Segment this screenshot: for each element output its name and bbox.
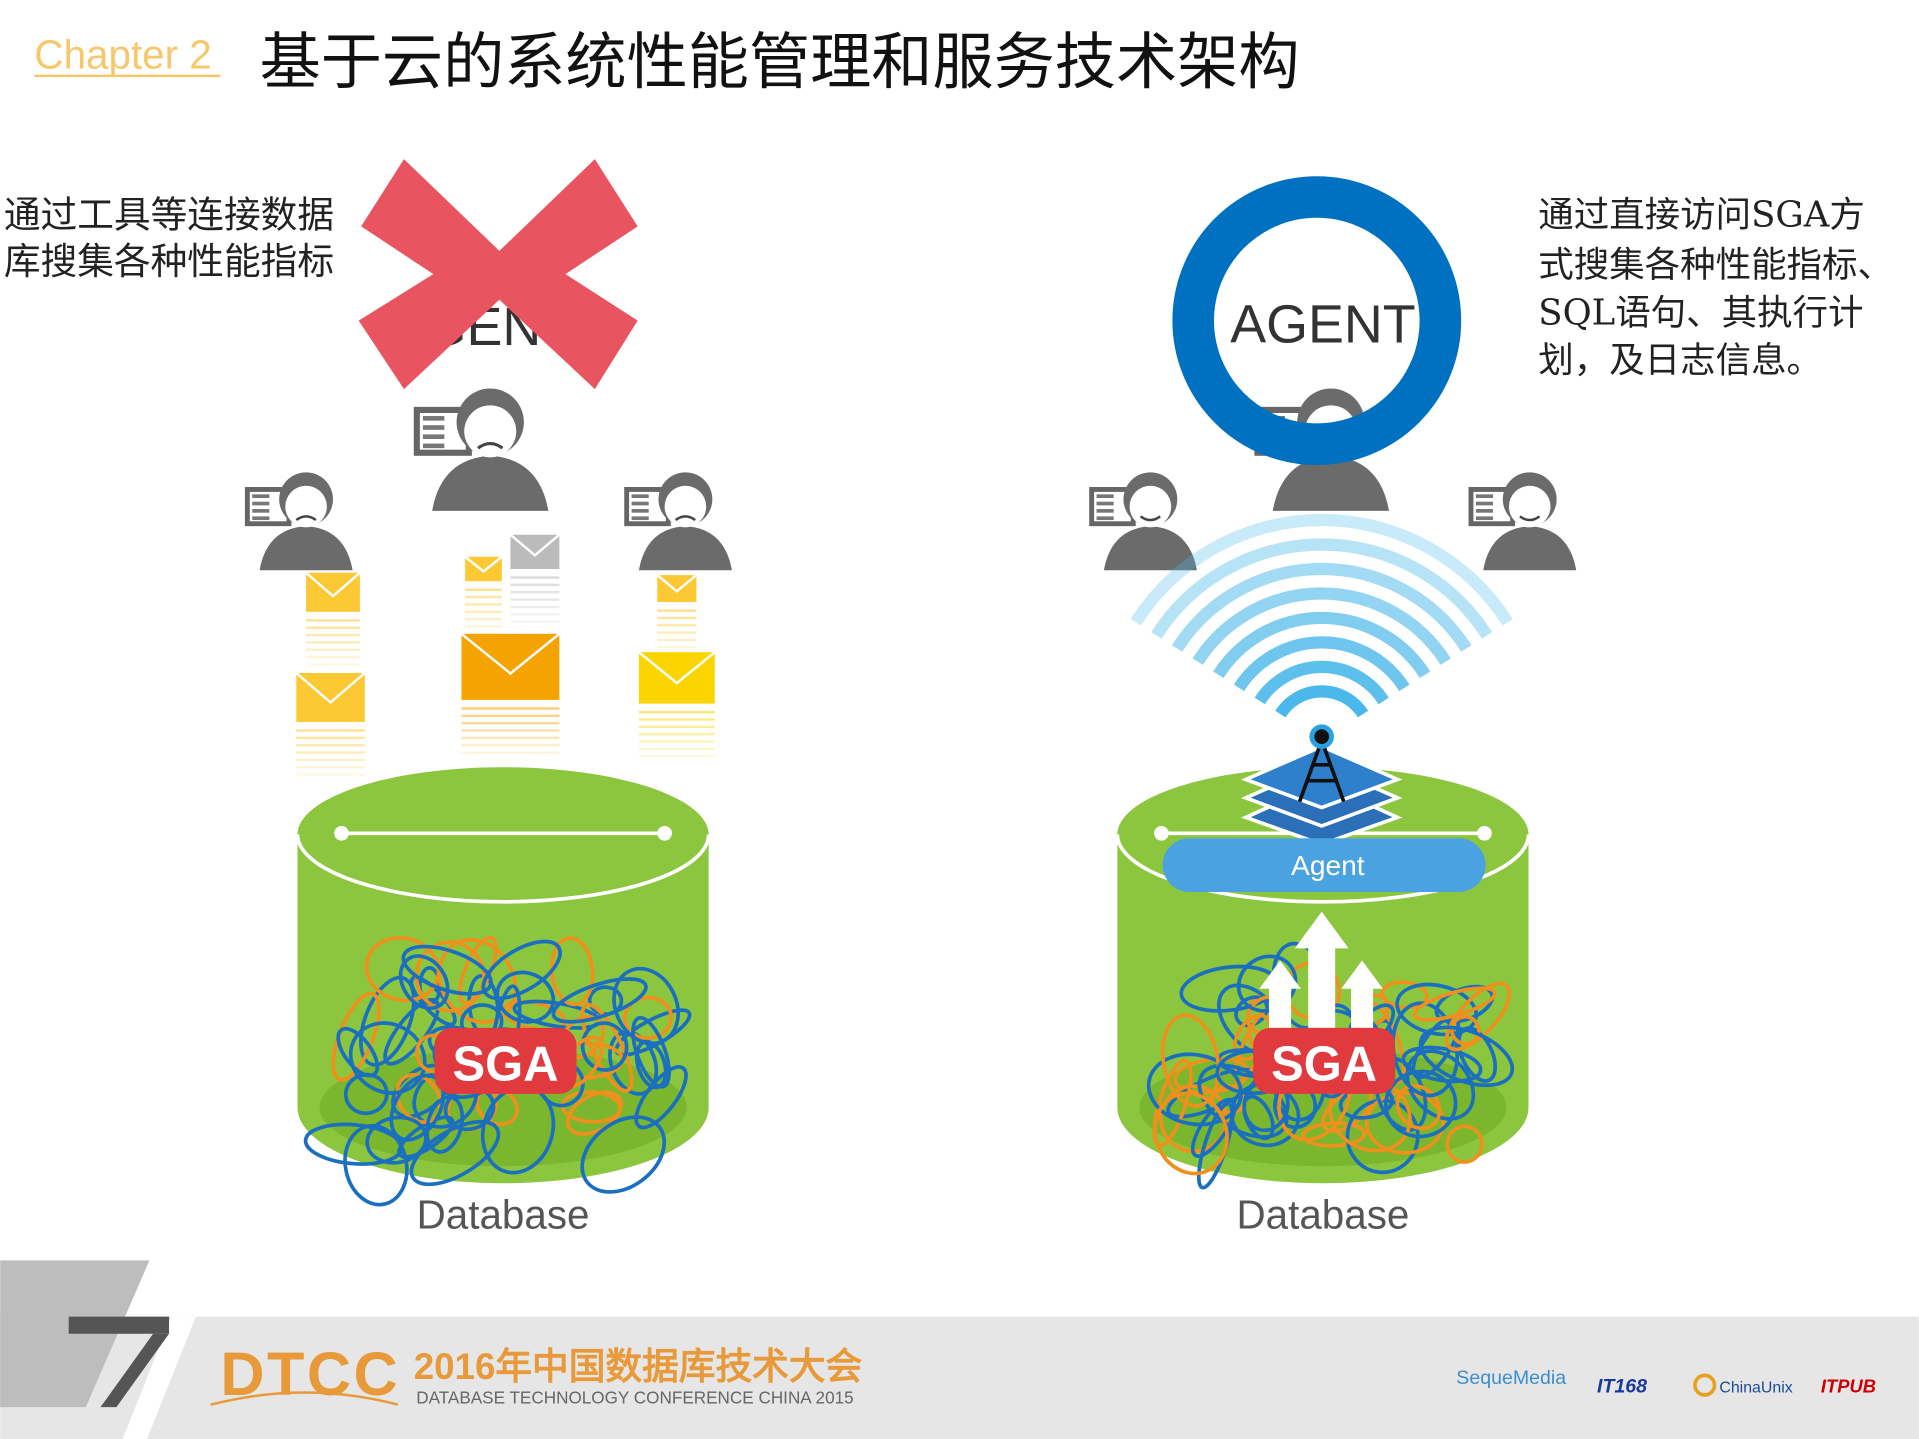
sga-label-right: SGA xyxy=(1271,1037,1377,1091)
wifi-signal-icon xyxy=(1130,513,1513,718)
red-x-icon xyxy=(358,159,638,390)
sponsor-itpub: ITPUB xyxy=(1821,1376,1876,1397)
envelope-stacks xyxy=(295,533,716,776)
database-label-right: Database xyxy=(1236,1192,1409,1238)
seven-mosaic-logo xyxy=(68,1316,170,1408)
chinaunix-icon xyxy=(1693,1373,1717,1397)
footer: DTCC 2016年中国数据库技术大会 DATABASE TECHNOLOGY … xyxy=(0,1260,1919,1439)
user-at-computer-icon xyxy=(1468,472,1577,571)
agent-bar: Agent xyxy=(1162,838,1486,893)
right-description-line-3: SQL语句、其执行计 xyxy=(1538,292,1863,333)
user-at-computer-icon xyxy=(413,388,549,511)
right-description-line-4: 划，及日志信息。 xyxy=(1538,340,1822,381)
agent-bar-label: Agent xyxy=(1291,850,1365,881)
conference-title-cn: 2016年中国数据库技术大会 xyxy=(414,1346,863,1387)
sponsor-it168: IT168 xyxy=(1597,1376,1647,1398)
database-label-left: Database xyxy=(417,1192,590,1238)
chapter-label: Chapter 2 xyxy=(34,32,211,78)
antenna-tower-icon xyxy=(1297,724,1346,803)
up-arrows-icon xyxy=(1259,911,1383,1028)
sponsor-chinaunix: ChinaUnix xyxy=(1719,1380,1792,1397)
sga-badge-left: SGA xyxy=(434,1027,577,1094)
agent-ring-label: AGENT xyxy=(1230,295,1415,355)
user-at-computer-icon xyxy=(244,472,353,571)
page-title: 基于云的系统性能管理和服务技术架构 xyxy=(260,28,1300,96)
left-description-line-2: 库搜集各种性能指标 xyxy=(4,240,334,283)
sponsor-sequemedia: SequeMedia xyxy=(1456,1367,1566,1389)
user-at-computer-icon xyxy=(624,472,732,571)
right-description-line-2: 式搜集各种性能指标、 xyxy=(1538,245,1893,286)
agent-ring: AGENT xyxy=(1172,176,1462,465)
user-at-computer-icon xyxy=(1089,472,1197,571)
conference-title-en: DATABASE TECHNOLOGY CONFERENCE CHINA 201… xyxy=(416,1388,853,1408)
database-cylinder-left xyxy=(295,767,711,1207)
sga-badge-right: SGA xyxy=(1253,1027,1396,1094)
right-description-line-1: 通过直接访问SGA方 xyxy=(1538,194,1865,235)
left-description-line-1: 通过工具等连接数据 xyxy=(4,194,334,237)
sga-label-left: SGA xyxy=(452,1037,558,1091)
